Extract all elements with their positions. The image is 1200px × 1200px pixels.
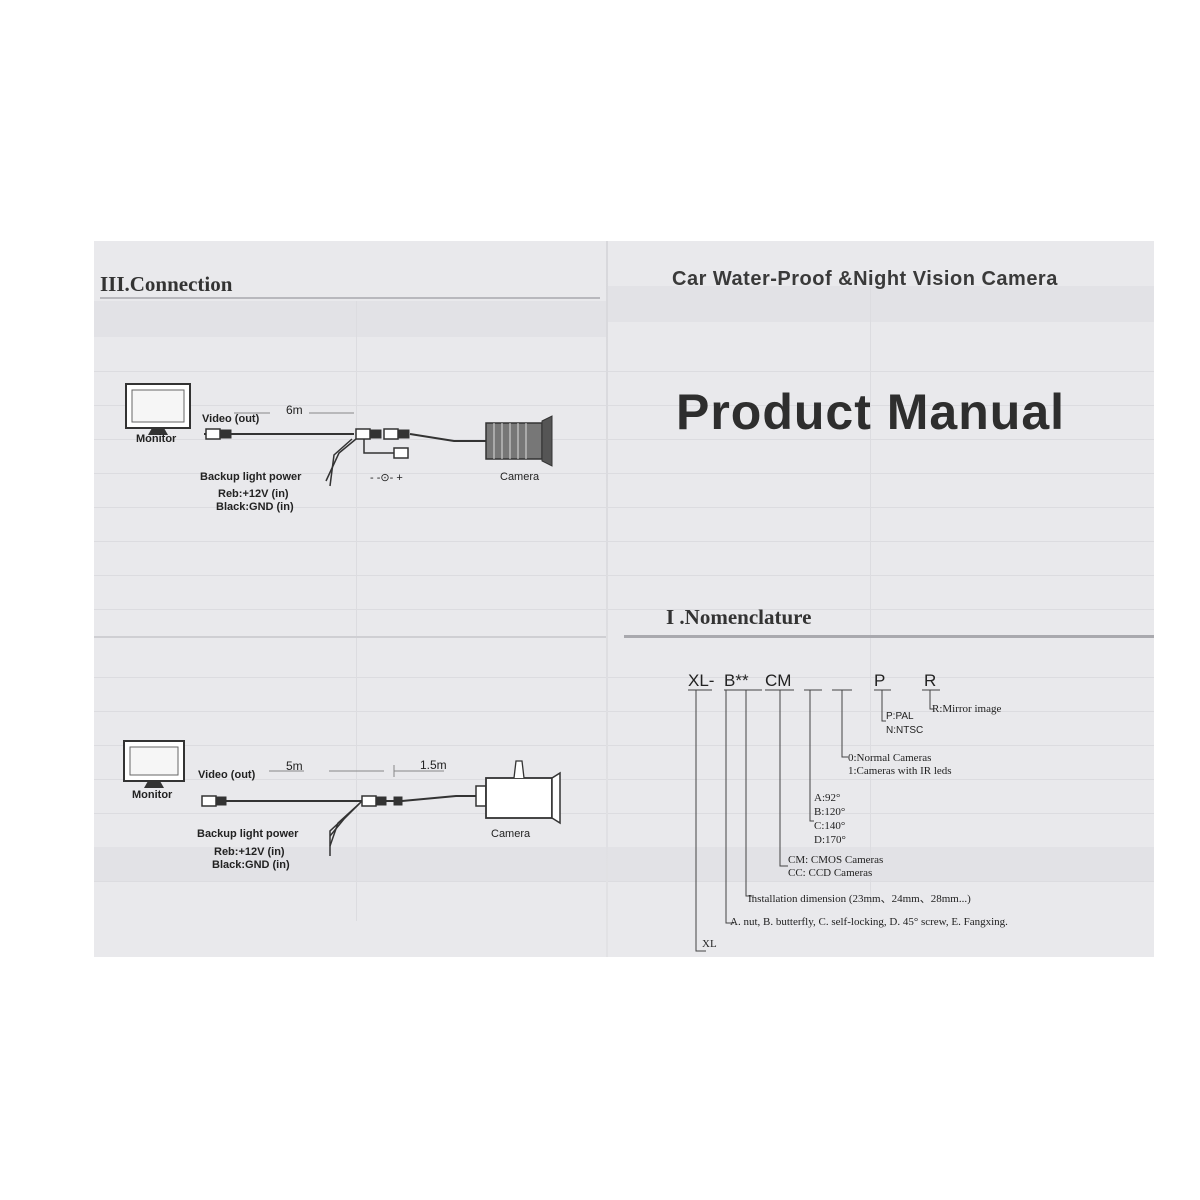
ghost-band: [94, 301, 606, 337]
legend-angle-a: A:92°: [814, 792, 841, 804]
ghost-col: [870, 286, 871, 906]
legend-pal: P:PAL: [886, 711, 914, 722]
legend-ntsc: N:NTSC: [886, 725, 924, 736]
section-title-nomenclature: I .Nomenclature: [666, 605, 812, 629]
product-line-title: Car Water-Proof &Night Vision Camera: [672, 268, 1058, 290]
right-divider: [624, 635, 1154, 638]
ghost-row: [94, 405, 1154, 406]
ghost-row: [94, 745, 1154, 746]
legend-normal-cameras: 0:Normal Cameras: [848, 752, 932, 764]
ghost-row: [94, 711, 1154, 712]
camera-label-2: Camera: [491, 828, 531, 840]
legend-mirror: R:Mirror image: [932, 703, 1002, 715]
code-cm: CM: [765, 671, 792, 690]
page-fold: [606, 241, 608, 957]
ghost-row: [94, 779, 1154, 780]
monitor-label-1: Monitor: [136, 433, 177, 445]
connection-diagrams: [123, 383, 561, 856]
ghost-row: [94, 439, 1154, 440]
ghost-row: [94, 507, 1154, 508]
legend-angle-c: C:140°: [814, 820, 846, 832]
left-divider: [94, 636, 606, 638]
ghost-row: [94, 575, 1154, 576]
video-out-label-2: Video (out): [198, 769, 256, 781]
code-b: B**: [724, 671, 749, 690]
manual-sheet: III.Connection: [94, 241, 1154, 957]
legend-install-dimension: Installation dimension (23mm、24mm、28mm..…: [748, 893, 971, 905]
dc-polarity-label: - -⊙- +: [370, 472, 403, 484]
black-wire-label-2: Black:GND (in): [212, 859, 290, 871]
cable-2: [201, 765, 476, 856]
code-r: R: [924, 671, 937, 690]
legend-xl: XL: [702, 938, 717, 950]
ghost-row: [94, 541, 1154, 542]
legend-ccd: CC: CCD Cameras: [788, 867, 873, 879]
legend-angle-b: B:120°: [814, 806, 846, 818]
backup-power-label-1: Backup light power: [200, 471, 302, 483]
monitor-icon-1: [125, 383, 191, 435]
ghost-row: [94, 813, 1154, 814]
ghost-row: [94, 609, 1154, 610]
video-out-label-1: Video (out): [202, 413, 260, 425]
legend-mount-type: A. nut, B. butterfly, C. self-locking, D…: [730, 916, 1008, 928]
distance-label-main: 5m: [286, 759, 303, 773]
camera-label-1: Camera: [500, 471, 540, 483]
camera-icon-1: [485, 415, 553, 467]
nomenclature-tree: [688, 689, 940, 952]
ghost-row: [94, 881, 1154, 882]
monitor-label-2: Monitor: [132, 789, 173, 801]
connection-rule: [100, 297, 600, 299]
camera-icon-2: [475, 760, 561, 825]
distance-label-1: 6m: [286, 403, 303, 417]
ghost-col: [356, 301, 357, 921]
legend-ir-cameras: 1:Cameras with IR leds: [848, 765, 952, 777]
section-title-connection: III.Connection: [100, 272, 233, 296]
legend-cmos: CM: CMOS Cameras: [788, 854, 884, 866]
cable-1: [204, 412, 486, 487]
code-p: P: [874, 671, 886, 690]
ghost-row: [94, 371, 1154, 372]
product-manual-title: Product Manual: [676, 384, 1066, 440]
red-wire-label-1: Reb:+12V (in): [218, 488, 289, 500]
ghost-band: [608, 847, 1154, 881]
legend-angle-d: D:170°: [814, 834, 846, 846]
backup-power-label-2: Backup light power: [197, 828, 299, 840]
ghost-band: [94, 847, 606, 881]
distance-label-ext: 1.5m: [420, 758, 447, 772]
black-wire-label-1: Black:GND (in): [216, 501, 294, 513]
ghost-row: [94, 473, 1154, 474]
code-xl: XL-: [688, 671, 715, 690]
red-wire-label-2: Reb:+12V (in): [214, 846, 285, 858]
ghost-band: [608, 286, 1154, 322]
monitor-icon-2: [123, 740, 185, 788]
ghost-row: [94, 677, 1154, 678]
